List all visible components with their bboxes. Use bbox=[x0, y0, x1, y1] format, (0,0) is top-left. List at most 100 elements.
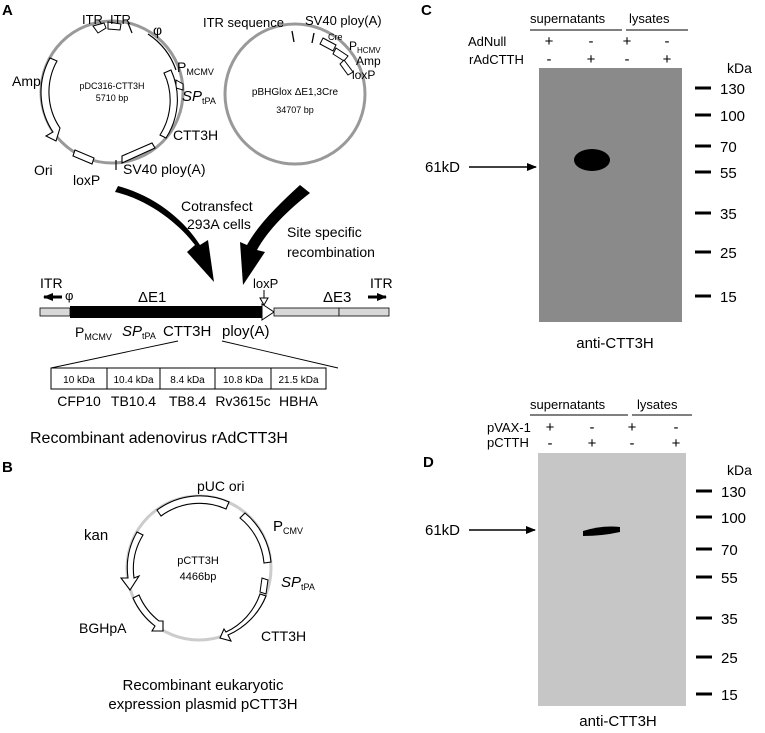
site-label-2: recombination bbox=[287, 244, 375, 260]
lane-sign: + bbox=[587, 51, 596, 68]
marker-label: 25 bbox=[720, 245, 737, 262]
marker-label: 15 bbox=[721, 687, 738, 704]
panel-a: A ITR ITR φ Amp Ori loxP PMCMV SPtP bbox=[2, 2, 393, 447]
plasmid-pbhglox: ITR sequence SV40 ploy(A) Cre PHCMV Amp … bbox=[203, 13, 382, 166]
bghpa-segment bbox=[132, 594, 164, 632]
plasmid-name: pDC316-CTT3H bbox=[79, 81, 144, 91]
label-itr-1: ITR bbox=[82, 12, 103, 27]
c-row1-label: AdNull bbox=[468, 34, 506, 49]
fusion-box-kda: 10.8 kDa bbox=[223, 375, 263, 386]
genome-ploy-a: ploy(A) bbox=[222, 323, 270, 340]
label-amp-2: Amp bbox=[356, 54, 381, 68]
lane-sign: - bbox=[590, 419, 595, 436]
label-sv40-2: SV40 ploy(A) bbox=[305, 13, 382, 28]
kan-segment bbox=[119, 531, 144, 591]
d-sign-grid: +-+--+-+ bbox=[546, 419, 681, 452]
lane-sign: + bbox=[546, 419, 555, 436]
d-blot bbox=[538, 453, 686, 706]
genome-itr-left: ITR bbox=[40, 275, 63, 291]
ctt3h-segment-b bbox=[219, 593, 267, 642]
amp-segment bbox=[40, 57, 61, 142]
lane-sign: - bbox=[547, 51, 552, 68]
label-amp: Amp bbox=[12, 73, 41, 89]
fusion-box-kda: 10 kDa bbox=[63, 375, 95, 386]
recombination-arrow bbox=[240, 185, 310, 285]
panel-d-letter: D bbox=[423, 454, 434, 471]
label-loxp-2: loxP bbox=[352, 68, 375, 82]
genome-phi: φ bbox=[65, 288, 73, 303]
d-row2-label: pCTTH bbox=[487, 435, 529, 450]
genome-sp-tpa: SPtPA bbox=[122, 323, 156, 341]
fusion-protein-name: CFP10 bbox=[57, 393, 101, 409]
lane-sign: + bbox=[588, 435, 597, 452]
marker-label: 55 bbox=[721, 570, 738, 587]
panel-b-letter: B bbox=[2, 459, 13, 476]
ctt3h-segment bbox=[159, 69, 178, 139]
marker-label: 70 bbox=[721, 542, 738, 559]
label-itr-2: ITR bbox=[110, 12, 131, 27]
label-cre: Cre bbox=[328, 32, 343, 42]
lane-sign: - bbox=[625, 51, 630, 68]
panel-b-caption-2: expression plasmid pCTT3H bbox=[108, 696, 297, 713]
puc-ori-segment bbox=[156, 495, 230, 517]
cotransfect-label-1: Cotransfect bbox=[181, 198, 253, 214]
marker-label: 100 bbox=[721, 510, 746, 527]
genome-pmcmv: PMCMV bbox=[75, 324, 112, 342]
fusion-protein-name: HBHA bbox=[279, 393, 319, 409]
panel-a-caption: Recombinant adenovirus rAdCTT3H bbox=[30, 430, 288, 447]
itr-block-2 bbox=[107, 21, 122, 31]
d-marker-ladder: 130 100 70 55 35 25 15 bbox=[696, 484, 746, 704]
label-sv40: SV40 ploy(A) bbox=[123, 161, 205, 177]
c-blot bbox=[539, 68, 682, 322]
marker-label: 70 bbox=[720, 139, 737, 156]
fusion-box-kda: 8.4 kDa bbox=[170, 375, 205, 386]
marker-label: 35 bbox=[721, 611, 738, 628]
marker-label: 130 bbox=[721, 484, 746, 501]
label-ctt3h-b: CTT3H bbox=[261, 628, 306, 644]
plasmid-backbone-2 bbox=[223, 22, 367, 166]
panel-c: C supernatants lysates AdNull rAdCTTH +-… bbox=[421, 2, 752, 352]
label-phi: φ bbox=[153, 22, 162, 38]
fusion-protein-name: TB8.4 bbox=[169, 393, 207, 409]
fusion-protein-name: TB10.4 bbox=[111, 393, 156, 409]
lane-sign: + bbox=[623, 33, 632, 50]
d-group-lysates: lysates bbox=[637, 397, 678, 412]
marker-label: 55 bbox=[720, 165, 737, 182]
label-pmcmv: PMCMV bbox=[177, 59, 214, 77]
c-antibody-label: anti-CTT3H bbox=[576, 335, 654, 352]
fusion-box-kda: 10.4 kDa bbox=[113, 375, 153, 386]
panel-b: B pUC ori kan PCMV SPtPA BGHpA CTT3H pCT… bbox=[2, 459, 315, 713]
plasmid2-name: pBHGlox ΔE1,3Cre bbox=[252, 87, 339, 98]
marker-label: 15 bbox=[720, 289, 737, 306]
label-sp-tpa: SPtPA bbox=[182, 88, 216, 106]
label-loxp: loxP bbox=[73, 172, 100, 188]
genome-ctt3h: CTT3H bbox=[163, 323, 211, 340]
fusion-box-kda: 21.5 kDa bbox=[278, 375, 318, 386]
plasmid-size: 5710 bp bbox=[96, 93, 129, 103]
lane-sign: + bbox=[663, 51, 672, 68]
pcmv-segment bbox=[239, 512, 272, 564]
c-group-supernatants: supernatants bbox=[530, 11, 606, 26]
c-group-lysates: lysates bbox=[629, 11, 670, 26]
lane-sign: - bbox=[674, 419, 679, 436]
label-pcmv: PCMV bbox=[273, 518, 303, 536]
genome-delta-e3: ΔE3 bbox=[323, 289, 351, 306]
d-band-label: 61kD bbox=[425, 522, 460, 539]
lane-sign: + bbox=[545, 33, 554, 50]
c-row2-label: rAdCTTH bbox=[469, 52, 524, 67]
panel-c-letter: C bbox=[421, 2, 432, 19]
marker-label: 100 bbox=[720, 108, 745, 125]
label-kan: kan bbox=[84, 527, 108, 544]
pmcmv-segment bbox=[147, 33, 177, 71]
plasmid-b-name: pCTT3H bbox=[177, 555, 219, 567]
marker-label: 35 bbox=[720, 206, 737, 223]
c-band-label: 61kD bbox=[425, 159, 460, 176]
fusion-protein-name: Rv3615c bbox=[215, 393, 270, 409]
itr-block-1 bbox=[92, 22, 107, 34]
label-puc-ori: pUC ori bbox=[197, 478, 244, 494]
marker-label: 25 bbox=[721, 650, 738, 667]
